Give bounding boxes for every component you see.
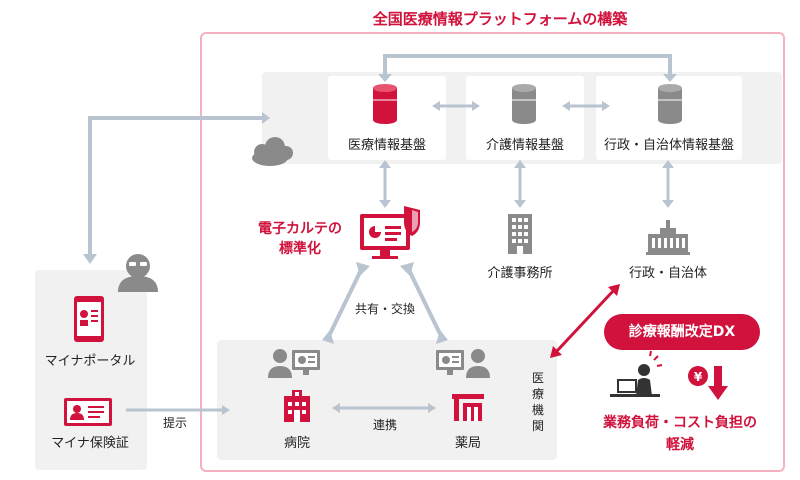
ehr-label-line2: 標準化 [279,241,321,257]
cost-down-icon: ¥ [688,366,728,400]
dx-badge: 診療報酬改定DX [604,314,760,350]
care-office-label: 介護事務所 [487,266,553,281]
ehr-label-line1: 電子カルテの [258,221,342,237]
patient-avatar-icon [118,254,158,292]
pharmacy-staff-icon [436,349,490,378]
admin-database-icon [658,84,682,124]
share-exchange-label: 共有・交換 [354,302,415,316]
smartphone-icon [74,296,104,342]
care-platform-label: 介護情報基盤 [485,138,564,153]
share-arrows [326,267,444,339]
cloud-icon [252,137,293,166]
medical-institution-vertical-label: 医療機関 [531,371,544,433]
insurance-card-icon [64,398,112,426]
diagram-title: 全国医療情報プラットフォームの構築 [372,10,628,28]
dx-double-arrow [550,284,620,358]
care-database-icon [512,84,536,124]
stressed-worker-icon [610,350,663,397]
pharmacy-label: 薬局 [454,436,481,451]
shield-icon [404,206,420,236]
pharmacy-icon [452,394,484,421]
mynaportal-label: マイナポータル [44,354,136,369]
dx-effect-line1: 業務負荷・コスト負担の [603,415,757,431]
hospital-staff-icon [268,349,320,378]
myna-insurance-card-label: マイナ保険証 [51,436,129,451]
ehr-monitor-icon [360,214,410,259]
medical-database-icon [373,84,397,124]
care-office-building-icon [508,214,532,254]
cloud-to-patient-arrow [88,116,262,258]
present-label: 提示 [162,416,187,430]
admin-platform-label: 行政・自治体情報基盤 [603,138,734,153]
link-label: 連携 [372,418,397,432]
top-bracket-arrow [383,54,672,78]
svg-text:¥: ¥ [694,370,703,384]
platform-frame [200,32,785,472]
government-building-icon [646,220,690,255]
medical-platform-label: 医療情報基盤 [347,138,426,153]
hospital-icon [284,390,310,422]
government-label: 行政・自治体 [628,266,707,281]
dx-effect-line2: 軽減 [666,437,694,453]
hospital-label: 病院 [283,436,310,451]
medical-institution-panel [217,340,557,460]
platform-down-arrows [383,166,670,202]
